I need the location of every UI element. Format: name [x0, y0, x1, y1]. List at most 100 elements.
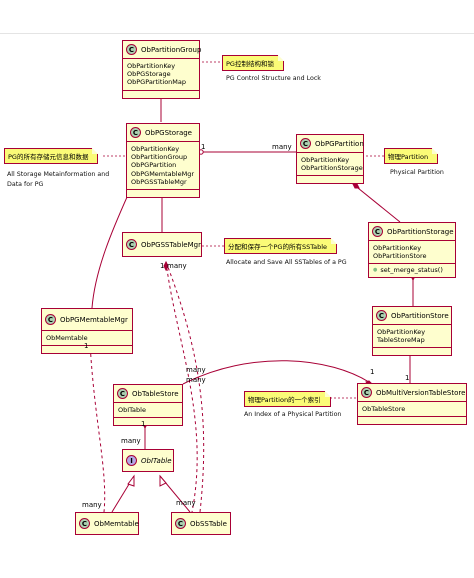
class-fields: ObPartitionKey ObPGStorage ObPGPartition… [123, 59, 199, 91]
multiplicity-label: many [272, 143, 292, 151]
note-physical-partition: 物理Partition [384, 148, 439, 164]
class-icon: C [79, 518, 90, 529]
class-ob-memtable[interactable]: C ObMemtable [75, 512, 139, 535]
caption-storage-meta-cont: Data for PG [7, 181, 44, 188]
caption-index: An Index of a Physical Partition [244, 411, 342, 418]
multiplicity-label: 1 [201, 143, 206, 151]
edge-storage-memmgr [91, 185, 133, 309]
multiplicity-label: 1 [160, 262, 165, 270]
class-name: ObPartitionStorage [387, 227, 454, 236]
edge-partition-pstorage [352, 183, 401, 223]
class-methods [297, 176, 363, 183]
multiplicity-label: many [186, 366, 206, 374]
class-ob-partition-storage[interactable]: C ObPartitionStorage ObPartitionKey ObPar… [368, 222, 456, 278]
multiplicity-label: 1 [141, 420, 146, 428]
field: ObPGMemtableMgr [131, 169, 195, 178]
class-icon: C [45, 314, 56, 325]
class-header: I ObITable [123, 450, 173, 471]
class-header: C ObSSTable [172, 513, 230, 534]
class-methods [123, 91, 199, 98]
interface-ob-itable[interactable]: I ObITable [122, 449, 174, 472]
multiplicity-label: many [121, 437, 141, 445]
class-name: ObITable [141, 456, 172, 465]
class-name: ObPartitionGroup [141, 45, 202, 54]
note-index: 物理Partition的一个索引 [244, 391, 331, 407]
class-icon: C [175, 518, 186, 529]
diamond-sstmgr [163, 260, 169, 272]
field: ObPartitionStore [373, 252, 427, 261]
class-name: ObPGPartition [315, 139, 364, 148]
field: ObPGSSTableMgr [131, 177, 187, 186]
arrow-itable-sst [159, 474, 167, 487]
class-name: ObSSTable [190, 519, 227, 528]
edge-mv-tablestore [182, 360, 373, 385]
class-icon: C [361, 387, 372, 398]
multiplicity-label: 1 [370, 368, 375, 376]
class-methods: set_merge_status() [369, 264, 455, 276]
method: set_merge_status() [373, 266, 451, 274]
class-ob-sstable[interactable]: C ObSSTable [171, 512, 231, 535]
class-header: C ObPartitionGroup [123, 41, 202, 59]
class-header: C ObPartitionStore [373, 307, 451, 325]
class-methods [358, 417, 466, 424]
class-methods [127, 190, 199, 197]
class-methods [373, 348, 451, 355]
interface-icon: I [126, 455, 137, 466]
field: ObPGPartition [131, 161, 177, 170]
field: ObTableStore [362, 405, 406, 413]
field: ObPartitionKey [131, 145, 180, 153]
field: ObITable [118, 406, 146, 414]
field: ObPartitionKey [301, 156, 350, 164]
edge-sstmgr-sstable-b [165, 261, 205, 513]
class-name: ObMultiVersionTableStore [376, 388, 466, 397]
class-ob-partition-group[interactable]: C ObPartitionGroup ObPartitionKey ObPGSto… [122, 40, 202, 99]
field: TableStoreMap [377, 336, 425, 345]
class-fields: ObPartitionKey ObPartitionGroup ObPGPart… [127, 142, 199, 191]
caption-sstable-alloc: Allocate and Save All SSTables of a PG [226, 259, 347, 266]
class-header: C ObMultiVersionTableStore [358, 384, 466, 402]
arrow-itable-mem [127, 474, 135, 487]
top-divider [0, 33, 474, 34]
class-icon: C [372, 226, 383, 237]
class-name: ObPGMemtableMgr [60, 315, 128, 324]
class-ob-table-store[interactable]: C ObTableStore ObITable [113, 384, 183, 427]
class-header: C ObPartitionStorage [369, 223, 455, 241]
field: ObPartitionKey [127, 62, 176, 70]
edge-memmgr-memtable [89, 341, 106, 513]
multiplicity-label: many [186, 376, 206, 384]
caption-storage-meta: All Storage Metainformation and [7, 171, 110, 178]
class-name: ObPGSSTableMgr [141, 240, 201, 249]
note-sstable-alloc: 分配和保存一个PG的所有SSTable [224, 238, 338, 254]
class-name: ObPartitionStore [391, 311, 449, 320]
class-name: ObMemtable [94, 519, 139, 528]
field: ObPGStorage [127, 70, 171, 79]
class-header: C ObTableStore [114, 385, 182, 403]
multiplicity-label: many [82, 501, 102, 509]
class-icon: C [117, 388, 128, 399]
class-name: ObTableStore [132, 389, 179, 398]
field: ObPartitionKey [373, 244, 422, 252]
class-fields: ObMemtable [42, 331, 132, 347]
class-header: C ObMemtable [76, 513, 139, 534]
caption-pg-control: PG Control Structure and Lock [226, 75, 321, 82]
class-ob-pg-memtable-mgr[interactable]: C ObPGMemtableMgr ObMemtable [41, 308, 133, 355]
class-ob-multi-version-table-store[interactable]: C ObMultiVersionTableStore ObTableStore [357, 383, 467, 426]
field: ObPGPartitionMap [127, 78, 187, 87]
class-ob-pg-storage[interactable]: C ObPGStorage ObPartitionKey ObPartitionG… [126, 123, 200, 199]
class-icon: C [376, 310, 387, 321]
class-icon: C [300, 138, 311, 149]
class-header: C ObPGMemtableMgr [42, 309, 132, 331]
class-methods [114, 418, 182, 425]
diamond-partition [352, 183, 360, 189]
caption-physical-partition: Physical Partition [390, 169, 444, 176]
field: ObPartitionGroup [131, 153, 188, 162]
class-icon: C [126, 44, 137, 55]
class-icon: C [130, 127, 141, 138]
class-name: ObPGStorage [145, 128, 192, 137]
multiplicity-label: many [176, 499, 196, 507]
